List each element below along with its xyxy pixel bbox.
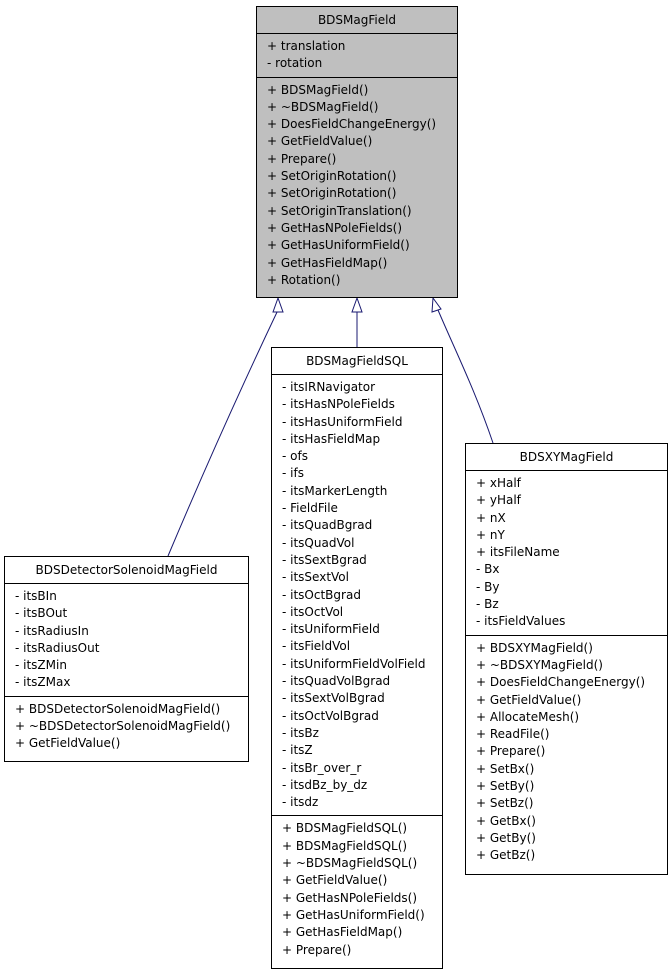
attribute-item: - itsOctVolBgrad (282, 708, 379, 723)
method-item: + ~BDSMagField() (267, 99, 379, 114)
method-item: + ReadFile() (476, 727, 550, 742)
method-item: + DoesFieldChangeEnergy() (267, 117, 437, 132)
method-item: + SetOriginTranslation() (267, 203, 412, 218)
attribute-item: + nY (476, 527, 505, 542)
method-item: + DoesFieldChangeEnergy() (476, 675, 646, 690)
attribute-item: - itsFieldValues (476, 614, 566, 629)
method-item: + GetBz() (476, 848, 536, 863)
methods-section: + BDSMagField() + ~BDSMagField() + DoesFie… (257, 78, 457, 294)
class-name: BDSXYMagField (466, 444, 667, 471)
method-item: + SetOriginRotation() (267, 169, 397, 184)
method-item: + GetBy() (476, 830, 536, 845)
method-item: + Prepare() (267, 151, 337, 166)
attribute-item: - itsUniformFieldVolField (282, 656, 426, 671)
attribute-item: - itsQuadVol (282, 535, 355, 550)
attribute-item: + nX (476, 510, 506, 525)
method-item: + GetHasNPoleFields() (282, 890, 418, 905)
method-item: + SetOriginRotation() (267, 186, 397, 201)
attributes-section: + translation - rotation (257, 34, 457, 78)
attribute-item: - itsZMin (15, 658, 67, 673)
attributes-section: + xHalf + yHalf + nX + nY + itsFileName - Bx -… (466, 471, 667, 636)
methods-section: + BDSMagFieldSQL() + BDSMagFieldSQL() + ~B… (272, 816, 442, 962)
method-item: + GetFieldValue() (476, 692, 582, 707)
attribute-item: - itsRadiusOut (15, 640, 100, 655)
method-item: + SetBy() (476, 779, 535, 794)
method-item: + ~BDSXYMagField() (476, 657, 603, 672)
attribute-item: - itsBr_over_r (282, 760, 362, 775)
attribute-item: - Bz (476, 597, 499, 612)
attribute-item: - itsHasFieldMap (282, 431, 381, 446)
attribute-item: - ofs (282, 449, 308, 464)
attribute-item: + translation (267, 39, 346, 53)
attribute-item: - itsHasUniformField (282, 414, 403, 429)
method-item: + ~BDSMagFieldSQL() (282, 856, 418, 871)
attribute-item: - itsQuadVolBgrad (282, 674, 391, 689)
method-item: + BDSMagField() (267, 82, 369, 97)
class-box-bdsxymagfield[interactable]: BDSXYMagField + xHalf + yHalf + nX + nY + it… (465, 443, 668, 875)
method-item: + GetFieldValue() (15, 736, 121, 751)
attribute-item: - itsIRNavigator (282, 380, 376, 394)
attribute-item: - itsRadiusIn (15, 623, 89, 638)
class-box-bdsmagfield[interactable]: BDSMagField + translation - rotation + BD… (256, 6, 458, 298)
method-item: + SetBz() (476, 796, 534, 811)
class-name: BDSDetectorSolenoidMagField (5, 557, 248, 584)
method-item: + GetHasFieldMap() (267, 255, 388, 270)
attribute-item: - itsSextVol (282, 570, 349, 585)
edge-solenoid-to-base (167, 309, 279, 557)
method-item: + Rotation() (267, 272, 341, 287)
method-item: + ~BDSDetectorSolenoidMagField() (15, 719, 231, 734)
method-item: + GetHasUniformField() (282, 907, 425, 922)
attribute-item: - itsdz (282, 795, 319, 810)
attribute-item: - itsBOut (15, 606, 68, 621)
class-box-bdsmagfieldsql[interactable]: BDSMagFieldSQL - itsIRNavigator - itsHasN… (271, 347, 443, 969)
method-item: + Prepare() (476, 744, 546, 759)
methods-section: + BDSDetectorSolenoidMagField() + ~BDSDet… (5, 697, 248, 757)
attribute-item: - itsZ (282, 743, 313, 758)
class-name: BDSMagFieldSQL (272, 348, 442, 375)
attribute-item: - itsOctVol (282, 604, 344, 619)
attribute-item: - ifs (282, 466, 304, 481)
attribute-item: - itsBz (282, 725, 319, 740)
method-item: + BDSXYMagField() (476, 640, 593, 655)
attributes-section: - itsIRNavigator - itsHasNPoleFields - its… (272, 375, 442, 817)
attribute-item: - itsQuadBgrad (282, 518, 373, 533)
attribute-item: - itsSextVolBgrad (282, 691, 385, 706)
attributes-section: - itsBIn - itsBOut - itsRadiusIn - itsRadiu… (5, 584, 248, 697)
method-item: + SetBx() (476, 761, 535, 776)
attribute-item: + xHalf (476, 476, 521, 490)
method-item: + BDSDetectorSolenoidMagField() (15, 701, 221, 716)
attribute-item: + yHalf (476, 493, 521, 508)
method-item: + BDSMagFieldSQL() (282, 838, 408, 853)
method-item: + AllocateMesh() (476, 709, 580, 724)
method-item: + GetFieldValue() (282, 873, 388, 888)
method-item: + GetHasNPoleFields() (267, 220, 403, 235)
attribute-item: - itsOctBgrad (282, 587, 361, 602)
attribute-item: - Bx (476, 562, 500, 577)
method-item: + GetBx() (476, 813, 536, 828)
attribute-item: - itsUniformField (282, 622, 380, 637)
method-item: + GetFieldValue() (267, 134, 373, 149)
attribute-item: - itsHasNPoleFields (282, 397, 395, 412)
edge-sql-arrowhead (351, 296, 363, 313)
class-name: BDSMagField (257, 7, 457, 34)
method-item: + BDSMagFieldSQL() (282, 821, 408, 836)
attribute-item: - By (476, 579, 500, 594)
attribute-item: - itsBIn (15, 589, 57, 603)
attribute-item: - itsdBz_by_dz (282, 777, 368, 792)
attribute-item: + itsFileName (476, 545, 560, 560)
attribute-item: - itsZMax (15, 675, 71, 690)
methods-section: + BDSXYMagField() + ~BDSXYMagField() + Doe… (466, 636, 667, 869)
method-item: + GetHasFieldMap() (282, 925, 403, 940)
method-item: + Prepare() (282, 942, 352, 957)
edge-solenoid-arrowhead (272, 296, 284, 313)
attribute-item: - itsSextBgrad (282, 552, 367, 567)
class-box-bdsdetectorsolenoidmagfield[interactable]: BDSDetectorSolenoidMagField - itsBIn- it… (4, 556, 249, 762)
method-item: + GetHasUniformField() (267, 238, 410, 253)
attribute-item: - rotation (267, 56, 323, 71)
attribute-item: - itsFieldVol (282, 639, 351, 654)
attribute-item: - itsMarkerLength (282, 483, 388, 498)
edge-xy-arrowhead (431, 296, 442, 313)
attribute-item: - FieldFile (282, 501, 338, 516)
edge-xy-to-base (437, 309, 494, 444)
